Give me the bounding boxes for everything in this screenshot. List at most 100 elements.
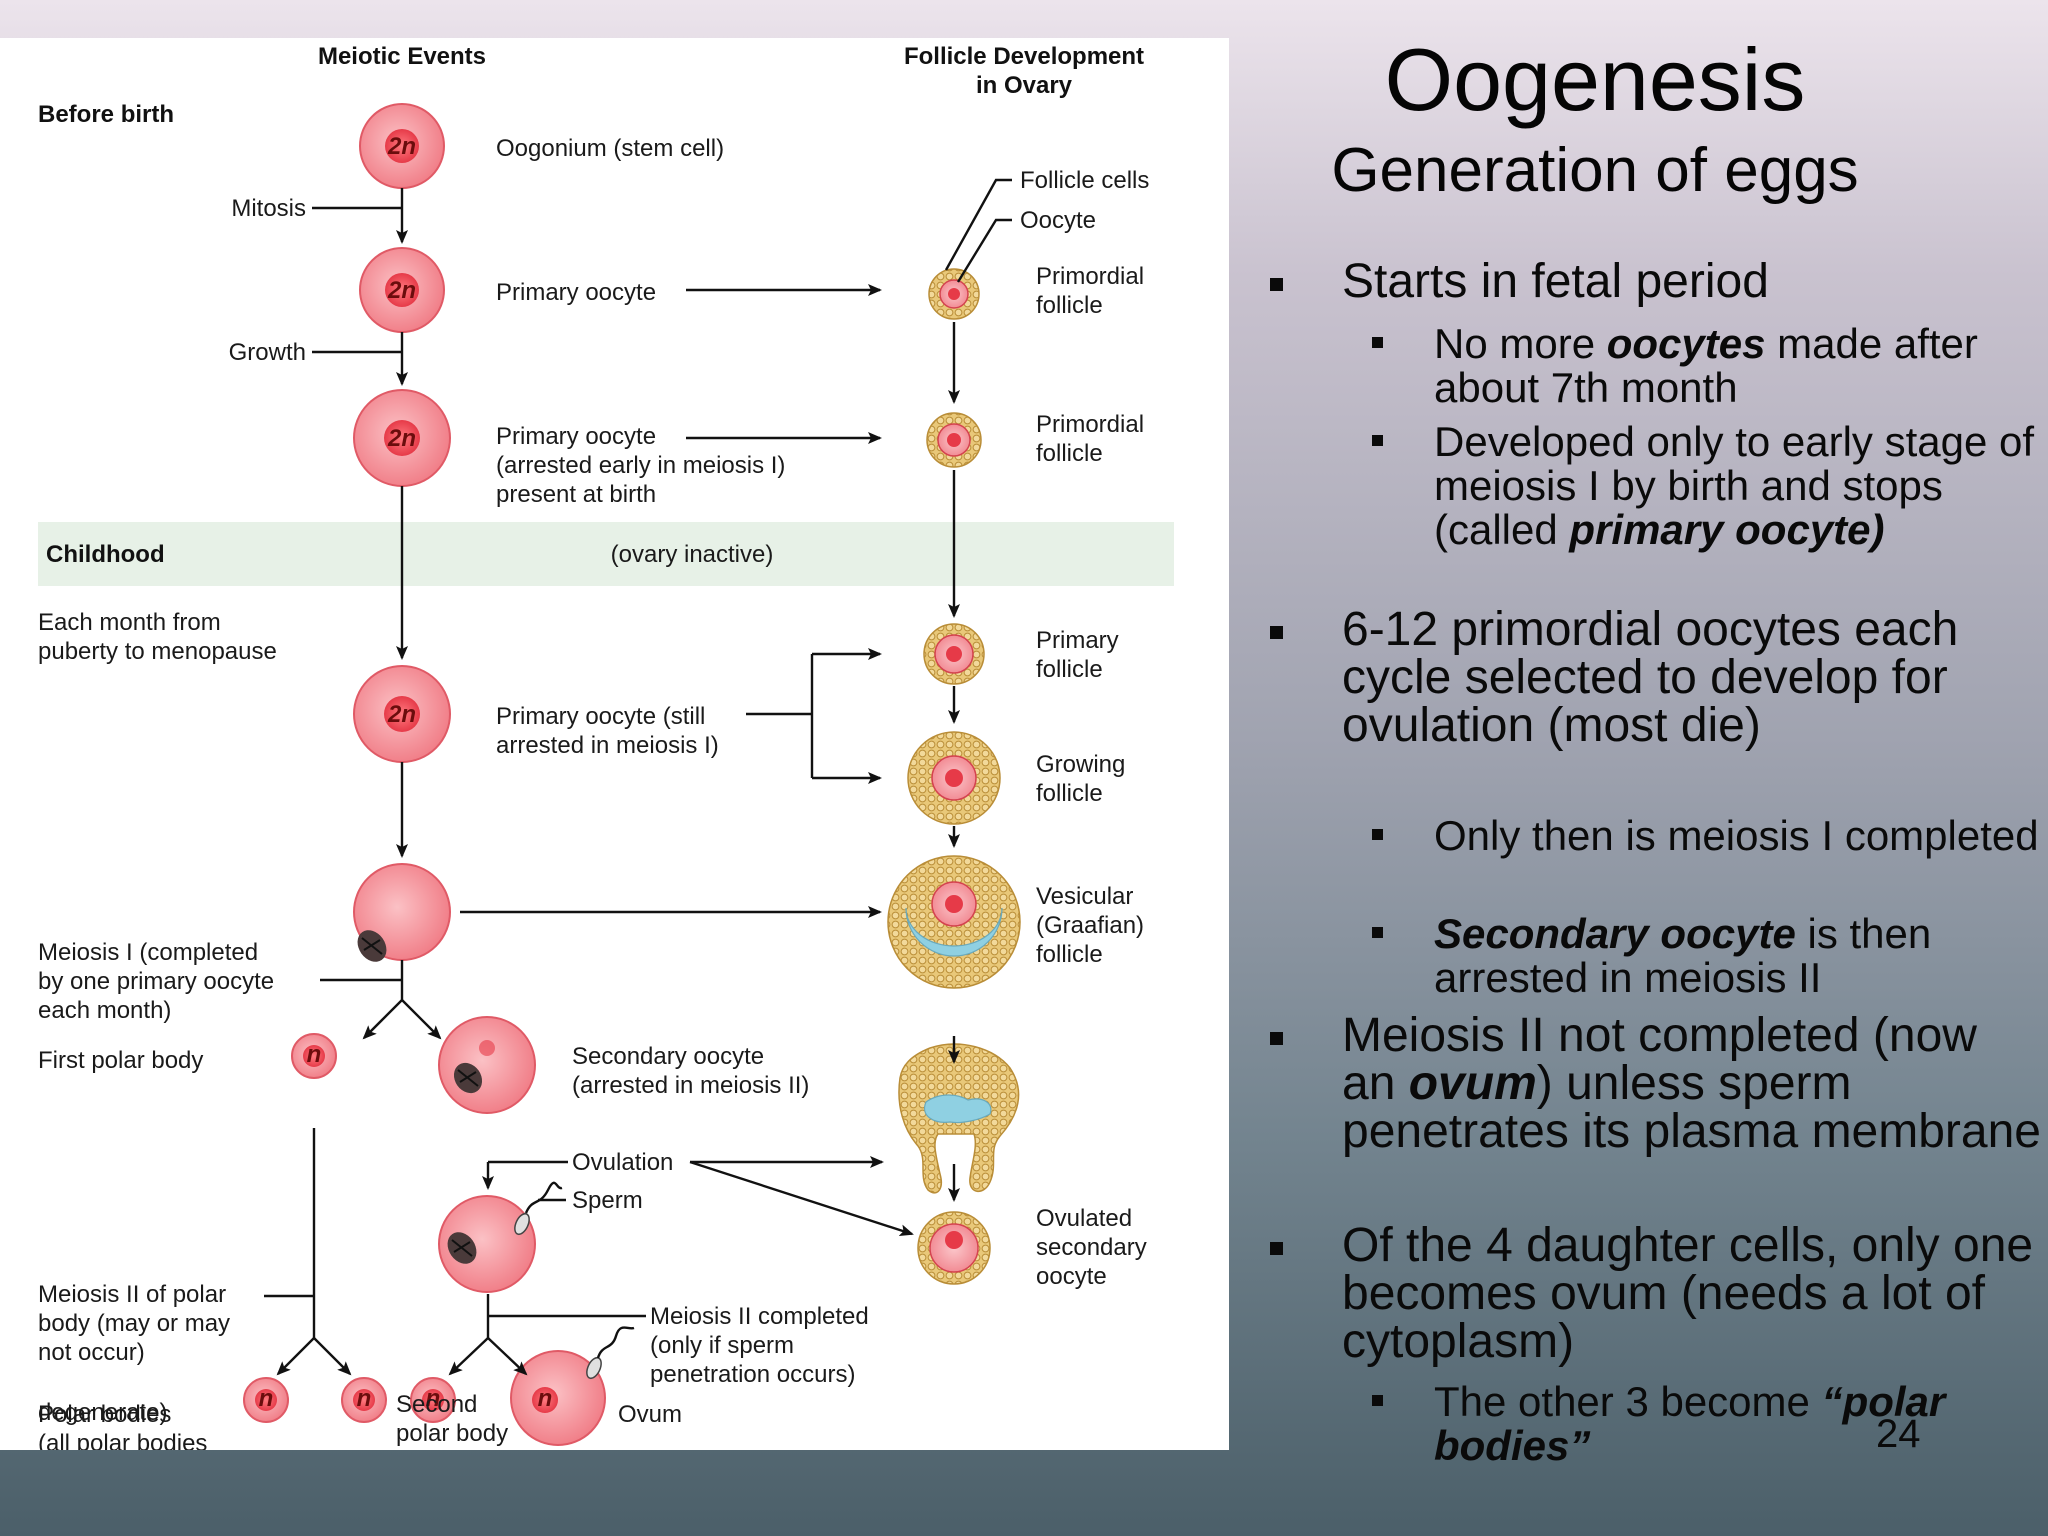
label-ovulation: Ovulation	[572, 1149, 673, 1176]
label-meiosis2-done-line1: Meiosis II completed	[650, 1303, 869, 1330]
bullet-text: No more oocytes made after about 7th mon…	[1434, 322, 2044, 410]
cell-primary-oocyte-still-arrested: 2n	[353, 665, 451, 763]
bullet-marker-icon	[1372, 337, 1383, 348]
bullet-segment: 6-12 primordial oocytes each cycle selec…	[1342, 603, 1959, 752]
bullet-emphasis: ovum	[1408, 1057, 1537, 1110]
bullet-emphasis: oocytes	[1606, 320, 1766, 367]
svg-text:n: n	[357, 1385, 372, 1412]
label-vesicular-line1: Vesicular	[1036, 883, 1133, 910]
label-first-polar-body: First polar body	[38, 1047, 203, 1074]
bullet-segment: Only then is meiosis I completed	[1434, 812, 2039, 859]
header-follicle-development: Follicle Development	[904, 43, 1144, 70]
bullet-marker-icon	[1270, 626, 1283, 639]
follicle-ruptured	[898, 1043, 1020, 1194]
slide-number: 24	[1876, 1412, 1921, 1456]
label-oogonium: Oogonium (stem cell)	[496, 135, 724, 162]
bullet-marker-icon	[1372, 1395, 1383, 1406]
bullet-text: Starts in fetal period	[1342, 258, 2042, 306]
label-primary-oocyte: Primary oocyte	[496, 279, 656, 306]
label-ovulated-line3: oocyte	[1036, 1263, 1107, 1290]
follicle-primordial-1	[928, 268, 980, 320]
follicle-ovulated-oocyte	[917, 1211, 991, 1285]
ploidy-label: 2n	[387, 277, 416, 304]
label-primordial-2-line2: follicle	[1036, 440, 1103, 467]
second-polar-caption-line1: Second	[396, 1391, 478, 1418]
bullet-segment: No more	[1434, 320, 1607, 367]
bullet-text: Meiosis II not completed (now an ovum) u…	[1342, 1012, 2042, 1156]
bullet-segment: Meiosis II not completed (now an	[1342, 1009, 1977, 1110]
childhood-band	[38, 522, 1174, 586]
cell-oogonium: 2n	[359, 103, 445, 189]
bullet-marker-icon	[1372, 927, 1383, 938]
label-primary-follicle-line1: Primary	[1036, 627, 1119, 654]
label-oocyte: Oocyte	[1020, 207, 1096, 234]
second-polar-caption-line2: polar body	[396, 1420, 509, 1447]
bullet-marker-icon	[1270, 278, 1283, 291]
label-ovulated-line1: Ovulated	[1036, 1205, 1132, 1232]
bullet-segment: Developed only to early stage of meiosis…	[1434, 418, 2035, 553]
cell-primary-oocyte: 2n	[359, 247, 445, 333]
label-growing-line2: follicle	[1036, 780, 1103, 807]
cell-primary-oocyte-arrested: 2n	[353, 389, 451, 487]
bullet-marker-icon	[1372, 435, 1383, 446]
bullet-emphasis: “polar bodies”	[1434, 1378, 1946, 1469]
left-connectors	[264, 188, 914, 1376]
label-meiosis1-line2: by one primary oocyte	[38, 968, 274, 995]
stage-monthly-line2: puberty to menopause	[38, 638, 277, 665]
label-primordial-1-line2: follicle	[1036, 292, 1103, 319]
diagram-canvas: Meiotic Events Follicle Development in O…	[38, 43, 1174, 1450]
label-meiosis1-line1: Meiosis I (completed	[38, 939, 258, 966]
bullet-text: Secondary oocyte is then arrested in mei…	[1434, 912, 2044, 1000]
stage-before-birth: Before birth	[38, 101, 174, 128]
slide-subtitle: Generation of eggs	[1331, 136, 1859, 205]
cell-secondary-oocyte	[438, 1016, 536, 1114]
ploidy-label: 2n	[387, 425, 416, 452]
bullet-text: Only then is meiosis I completed	[1434, 814, 2044, 858]
cell-oocyte-with-sperm	[438, 1181, 563, 1293]
label-meiosis2-polar-line1: Meiosis II of polar	[38, 1281, 226, 1308]
bullet-emphasis: primary oocyte)	[1569, 506, 1885, 553]
label-meiosis2-polar-line3: not occur)	[38, 1339, 145, 1366]
label-meiosis2-done-line2: (only if sperm	[650, 1332, 794, 1359]
bullet-text: The other 3 become “polar bodies”	[1434, 1380, 2044, 1468]
label-ovulated-line2: secondary	[1036, 1234, 1147, 1261]
cell-polar-body-2: n	[341, 1377, 387, 1423]
label-primordial-2-line1: Primordial	[1036, 411, 1144, 438]
label-sperm: Sperm	[572, 1187, 643, 1214]
bullet-text: Of the 4 daughter cells, only one become…	[1342, 1222, 2042, 1366]
bullet-text: Developed only to early stage of meiosis…	[1434, 420, 2044, 552]
stage-arrows	[460, 284, 882, 918]
polar-bodies-caption-line3: degenerate)	[38, 1399, 168, 1426]
ploidy-label: 2n	[387, 133, 416, 160]
label-meiosis2-done-line3: penetration occurs)	[650, 1361, 855, 1388]
ploidy-label: 2n	[387, 701, 416, 728]
label-primordial-1-line1: Primordial	[1036, 263, 1144, 290]
bullet-segment: Of the 4 daughter cells, only one become…	[1342, 1219, 2034, 1368]
label-ovary-inactive: (ovary inactive)	[611, 541, 774, 568]
label-polar-bodies-line2: (all polar bodies	[38, 1430, 207, 1450]
label-growth: Growth	[229, 339, 306, 366]
bullet-segment: The other 3 become	[1434, 1378, 1822, 1425]
label-meiosis2-polar-line2: body (may or may	[38, 1310, 230, 1337]
label-vesicular-line2: (Graafian)	[1036, 912, 1144, 939]
bullet-segment: is then arrested in meiosis II	[1434, 910, 1932, 1001]
bullet-marker-icon	[1270, 1032, 1283, 1045]
bullet-marker-icon	[1270, 1242, 1283, 1255]
slide-title: Oogenesis	[1384, 30, 1806, 129]
bullet-segment: made after about 7th month	[1434, 320, 1978, 411]
svg-text:n: n	[538, 1385, 553, 1412]
bullet-marker-icon	[1372, 829, 1383, 840]
label-mitosis: Mitosis	[231, 195, 306, 222]
label-follicle-cells: Follicle cells	[1020, 167, 1149, 194]
label-ovum: Ovum	[618, 1401, 682, 1428]
label-polar-bodies-line1: Polar bodies	[38, 1401, 171, 1428]
oogenesis-diagram: Meiotic Events Follicle Development in O…	[0, 38, 1229, 1450]
label-vesicular-line3: follicle	[1036, 941, 1103, 968]
label-primary-arrested-line3: present at birth	[496, 481, 656, 508]
follicle-vesicular	[887, 855, 1021, 989]
cell-ovum: n	[510, 1326, 635, 1446]
follicle-primary	[923, 623, 985, 685]
svg-text:n: n	[307, 1041, 322, 1068]
stage-childhood: Childhood	[46, 541, 165, 568]
label-primary-follicle-line2: follicle	[1036, 656, 1103, 683]
